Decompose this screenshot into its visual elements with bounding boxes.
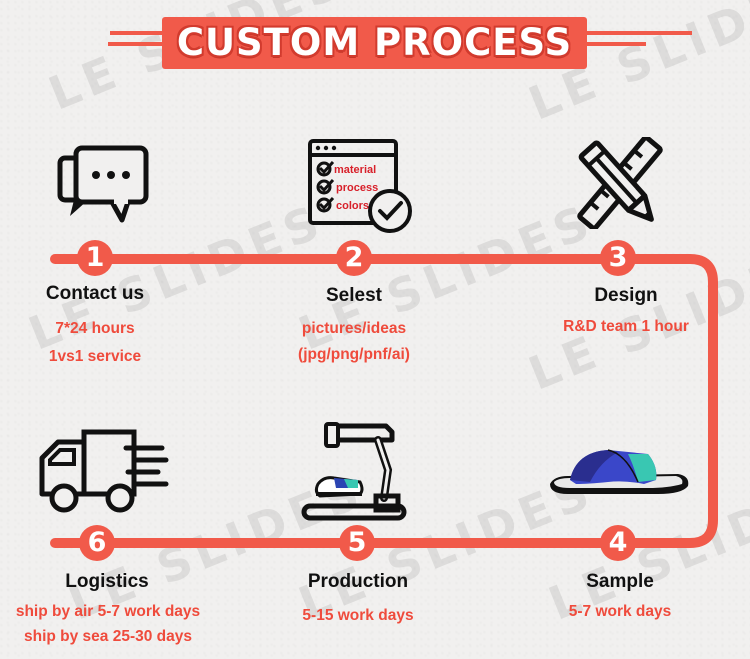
title-rule [108,42,163,46]
checklist-item: material [334,164,376,176]
step-detail: 7*24 hours [55,320,135,337]
step-title: Selest [326,285,382,306]
chat-bubbles-icon [57,145,149,223]
delivery-truck-icon [39,429,169,513]
page-title: CUSTOM PROCESS [176,21,573,64]
step-number: 4 [600,525,636,561]
step-detail: 5-7 work days [568,603,672,620]
step-number: 6 [79,525,115,561]
step-title: Logistics [65,571,149,592]
step-detail: 5-15 work days [302,607,414,624]
step-title: Sample [586,571,654,592]
step-number: 5 [339,525,375,561]
checklist-item: colors [336,200,369,212]
step-detail: (jpg/png/pnf/ai) [298,346,410,363]
step-detail: pictures/ideas [301,320,407,337]
machine-icon [301,422,407,521]
title-rule [586,42,646,46]
checklist-item: process [336,182,378,194]
step-number: 1 [77,240,113,276]
title-banner: CUSTOM PROCESS [110,17,692,69]
step-detail: ship by air 5-7 work days [15,603,201,620]
step-detail: ship by sea 25-30 days [23,628,193,645]
slide-sandal-icon [550,449,689,494]
step-number: 2 [336,240,372,276]
pencil-ruler-icon [577,137,663,229]
checklist-icon: material process colors [308,139,412,233]
step-title: Design [594,285,658,306]
step-title: Contact us [45,283,145,304]
step-number: 3 [600,240,636,276]
step-detail: 1vs1 service [48,348,142,365]
step-title: Production [307,571,409,592]
step-detail: R&D team 1 hour [563,318,689,335]
